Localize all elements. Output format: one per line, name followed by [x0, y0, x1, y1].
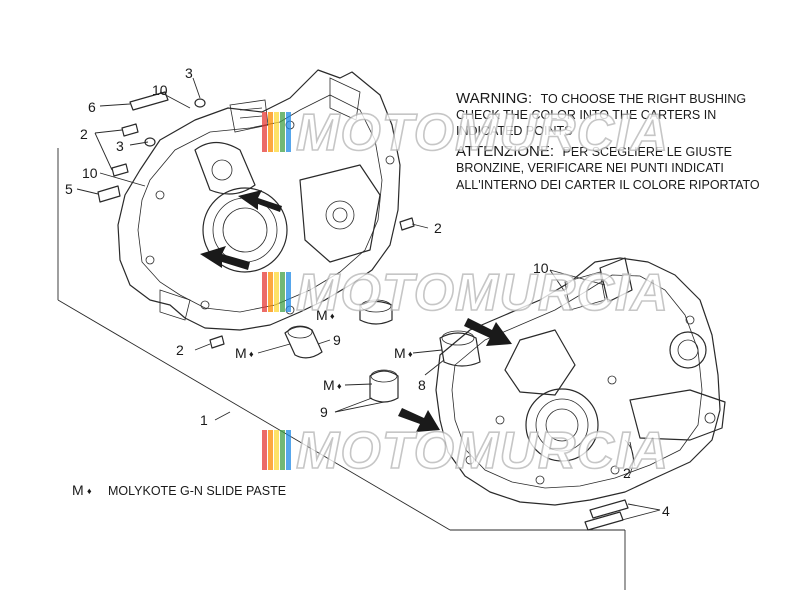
callout-10: 10	[152, 82, 168, 98]
warning-text-en-2: CHECK THE COLOR INTO THE CARTERS IN	[456, 108, 716, 122]
callout-2: 2	[80, 126, 88, 142]
callout-3: 3	[116, 138, 124, 154]
callout-8: 8	[418, 377, 426, 393]
watermark-text: MOTOMURCIA	[296, 264, 669, 322]
watermark-stripes	[262, 272, 291, 312]
watermark-text: MOTOMURCIA	[296, 422, 669, 480]
warning-text-en-3: INDICATED POINTS	[456, 124, 572, 138]
watermark-text: MOTOMURCIA	[296, 104, 669, 162]
molykote-marker: M	[316, 307, 328, 323]
molykote-marker: M	[235, 345, 247, 361]
callout-9: 9	[333, 332, 341, 348]
callout-3: 3	[185, 65, 193, 81]
indicator-arrow-4	[398, 408, 440, 432]
callout-10: 10	[533, 260, 549, 276]
assembly-frame	[57, 148, 626, 590]
svg-text:WARNING: TO CHOOSE THE R: WARNING: TO CHOOSE THE RIGHT BUSHING	[456, 90, 746, 107]
drop-icon: ♦	[337, 381, 342, 391]
watermark: MOTOMURCIA	[262, 421, 669, 481]
pin-5	[97, 185, 121, 203]
molykote-marker: M	[323, 377, 335, 393]
warning-text-it-2: BRONZINE, VERIFICARE NEI PUNTI INDICATI	[456, 161, 724, 175]
callout-9: 9	[320, 404, 328, 420]
molykote-marker: M	[394, 345, 406, 361]
watermark-stripes	[262, 430, 291, 470]
callout-6: 6	[88, 99, 96, 115]
warning-title-it: ATTENZIONE:	[456, 143, 554, 160]
leader-lines	[76, 77, 661, 521]
bushings-3	[144, 98, 206, 147]
callout-2: 2	[176, 342, 184, 358]
drop-icon: ♦	[408, 349, 413, 359]
watermark: MOTOMURCIA	[262, 263, 669, 323]
stud-6	[129, 91, 169, 111]
callout-5: 5	[65, 181, 73, 197]
dowel-pins-2	[111, 123, 415, 349]
warning-note: WARNING: TO CHOOSE THE RIGHT BUSHING CHE…	[456, 90, 760, 192]
indicator-arrow-1	[238, 190, 282, 212]
watermark-stripes	[262, 112, 291, 152]
bushing-9-lower	[369, 369, 399, 403]
indicator-arrow-3	[464, 318, 512, 346]
drop-icon: ♦	[330, 311, 335, 321]
drop-icon: ♦	[249, 349, 254, 359]
callout-1: 1	[200, 412, 208, 428]
warning-text-en-1: TO CHOOSE THE RIGHT BUSHING	[541, 92, 747, 106]
watermark: MOTOMURCIA	[262, 103, 669, 163]
svg-text:ATTENZIONE: PER SCEGLIER: ATTENZIONE: PER SCEGLIERE LE GIUSTE	[456, 143, 732, 160]
callout-4: 4	[662, 503, 670, 519]
bushing-9-upper	[284, 325, 323, 359]
callout-10: 10	[82, 165, 98, 181]
callout-2: 2	[434, 220, 442, 236]
right-crankcase-half	[435, 257, 726, 506]
callout-2: 2	[623, 465, 631, 481]
pins-4	[584, 499, 629, 531]
bushing-9-mid	[359, 299, 393, 325]
indicator-arrow-2	[200, 246, 250, 270]
callout-labels: 10 6 3 2 3 10 5 2 2 1 9 9 8 10 2 4 M ♦ M…	[65, 65, 670, 519]
warning-text-it-3: ALL'INTERNO DEI CARTER IL COLORE RIPORTA…	[456, 178, 760, 192]
legend-text: MOLYKOTE G-N SLIDE PASTE	[108, 484, 286, 498]
warning-title-en: WARNING:	[456, 90, 532, 107]
drop-icon: ♦	[87, 486, 92, 496]
warning-text-it-1: PER SCEGLIERE LE GIUSTE	[563, 145, 733, 159]
bushing-8	[439, 330, 481, 367]
legend-symbol: M	[72, 482, 84, 498]
legend: M ♦ MOLYKOTE G-N SLIDE PASTE	[72, 482, 286, 498]
